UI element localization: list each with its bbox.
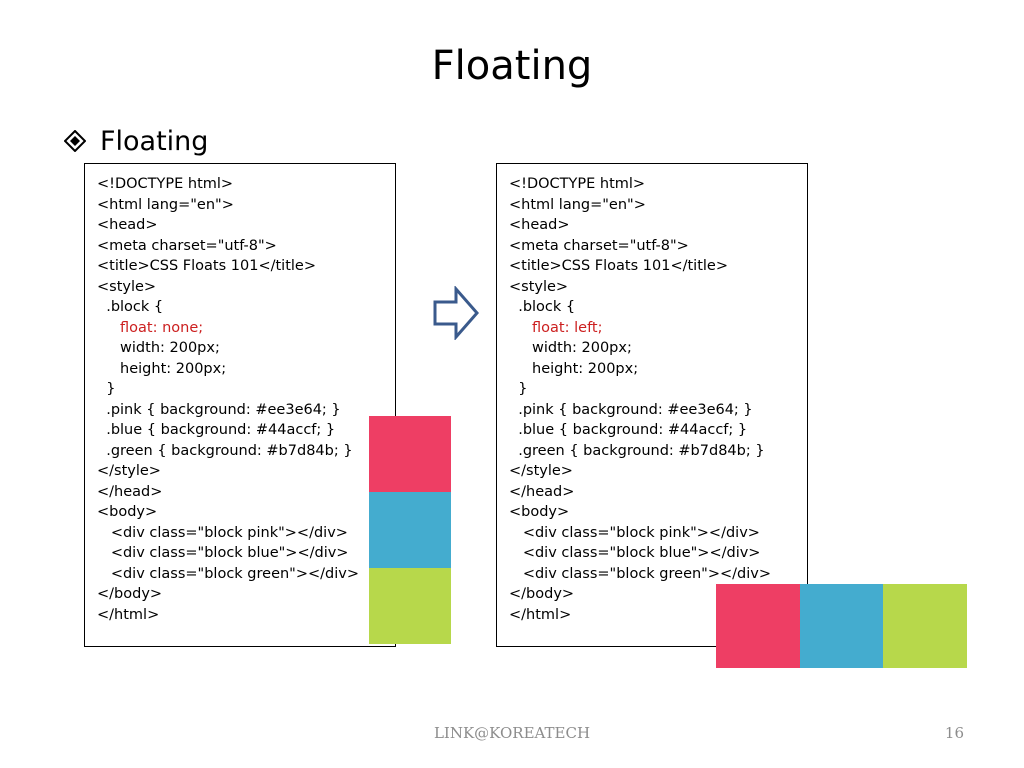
code-line: <title>CSS Floats 101</title>	[97, 258, 316, 274]
slide-title: Floating	[431, 43, 593, 89]
code-line: <div class="block green"></div>	[97, 565, 359, 582]
code-box-float-none: <!DOCTYPE html> <html lang="en"> <head> …	[84, 163, 396, 647]
bullet-heading: Floating	[64, 123, 208, 159]
code-line: }	[97, 381, 116, 397]
code-line: }	[509, 381, 528, 397]
code-line: </html>	[97, 606, 160, 623]
code-line: <body>	[509, 504, 570, 520]
code-line: .block {	[97, 299, 164, 315]
page-number: 16	[944, 724, 964, 742]
code-line: <!DOCTYPE html>	[97, 176, 234, 192]
code-box-float-left: <!DOCTYPE html> <html lang="en"> <head> …	[496, 163, 808, 647]
code-line: .block {	[509, 299, 576, 315]
code-line: <div class="block green"></div>	[509, 565, 771, 582]
code-line-highlight: float: left;	[509, 319, 603, 336]
blue-block-stacked	[369, 492, 451, 568]
code-line: .green { background: #b7d84b; }	[97, 442, 353, 459]
code-line: <div class="block blue"></div>	[97, 545, 349, 561]
code-line: <style>	[509, 278, 569, 295]
blue-block-floated	[800, 584, 883, 668]
code-line: height: 200px;	[509, 360, 639, 377]
green-block-floated	[883, 584, 967, 668]
code-line: .pink { background: #ee3e64; }	[509, 401, 753, 418]
pink-block-stacked	[369, 416, 451, 492]
code-line: <head>	[509, 217, 570, 233]
code-line: .blue { background: #44accf; }	[97, 422, 336, 438]
code-line: </html>	[509, 606, 572, 623]
diamond-bullet-icon	[64, 130, 86, 152]
code-line: </style>	[97, 463, 161, 479]
code-line: </body>	[97, 586, 163, 602]
code-line: width: 200px;	[509, 340, 632, 356]
code-line: .blue { background: #44accf; }	[509, 422, 748, 438]
code-line: </head>	[509, 483, 575, 500]
footer-credit: LINK@KOREATECH	[433, 724, 591, 742]
code-line: <body>	[97, 504, 158, 520]
code-line: </body>	[509, 586, 575, 602]
pink-block-floated	[716, 584, 800, 668]
code-line: <div class="block pink"></div>	[97, 524, 348, 541]
code-line: width: 200px;	[97, 340, 220, 356]
code-line: <head>	[97, 217, 158, 233]
code-line: <div class="block blue"></div>	[509, 545, 761, 561]
code-line: <meta charset="utf-8">	[97, 237, 277, 254]
code-line: <meta charset="utf-8">	[509, 237, 689, 254]
code-line: <html lang="en">	[97, 196, 234, 213]
code-line: <title>CSS Floats 101</title>	[509, 258, 728, 274]
code-line: <style>	[97, 278, 157, 295]
code-line: .pink { background: #ee3e64; }	[97, 401, 341, 418]
code-line: <div class="block pink"></div>	[509, 524, 760, 541]
code-line: </head>	[97, 483, 163, 500]
code-line: <html lang="en">	[509, 196, 646, 213]
green-block-stacked	[369, 568, 451, 644]
bullet-text: Floating	[100, 125, 209, 157]
right-arrow-outline-icon	[432, 286, 480, 340]
code-line: height: 200px;	[97, 360, 227, 377]
code-line: </style>	[509, 463, 573, 479]
code-line: <!DOCTYPE html>	[509, 176, 646, 192]
code-line: .green { background: #b7d84b; }	[509, 442, 765, 459]
code-line-highlight: float: none;	[97, 319, 204, 336]
